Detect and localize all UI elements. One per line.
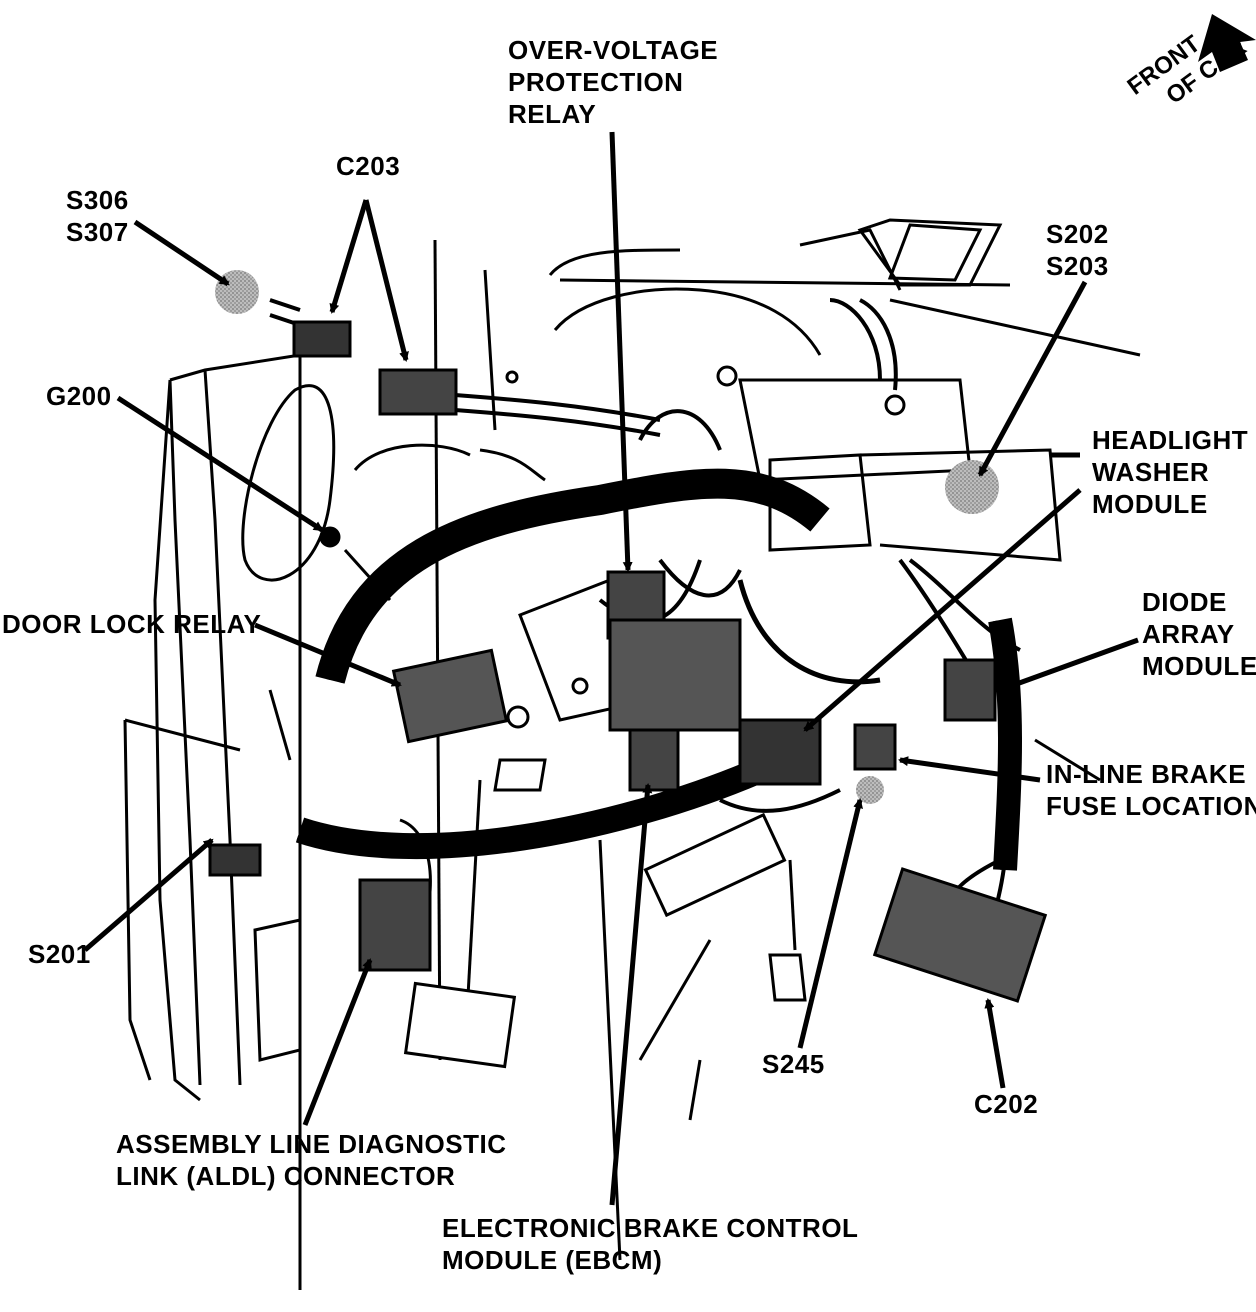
- c202-label-line-1: C202: [974, 1089, 1039, 1119]
- c203-label: C203: [336, 150, 400, 182]
- s245-label-line-1: S245: [762, 1049, 825, 1079]
- aldl-label: ASSEMBLY LINE DIAGNOSTIC LINK (ALDL) CON…: [116, 1128, 507, 1192]
- ebcm-connector: [628, 728, 680, 792]
- s306-s307-label-line-1: S306: [66, 185, 129, 215]
- over-voltage-relay-label-line-2: PROTECTION: [508, 67, 684, 97]
- over-voltage-relay-label-line-1: OVER-VOLTAGE: [508, 35, 719, 65]
- s306-splice: [215, 270, 259, 314]
- diode-array-label-line-3: MODULE: [1142, 651, 1256, 681]
- g200-ground: [319, 526, 341, 548]
- s201-splice: [208, 843, 262, 877]
- over-voltage-relay-label-line-3: RELAY: [508, 99, 597, 129]
- inline-brake-fuse: [853, 723, 897, 771]
- diode-array-connector: [943, 658, 997, 722]
- electronic-module: [643, 812, 787, 918]
- s202-s203-label-line-2: S203: [1046, 251, 1109, 281]
- s306-s307-label: S306 S307: [66, 184, 129, 248]
- door-lock-relay-label-line-1: DOOR LOCK RELAY: [2, 609, 262, 639]
- s306-s307-label-line-2: S307: [66, 217, 129, 247]
- ebcm-label-line-1: ELECTRONIC BRAKE CONTROL: [442, 1213, 859, 1243]
- inline-brake-fuse-label-line-2: FUSE LOCATION: [1046, 791, 1256, 821]
- s202-s203-label: S202 S203: [1046, 218, 1109, 282]
- headlight-washer-label: HEADLIGHT WASHER MODULE: [1092, 424, 1248, 520]
- diode-array-label-line-1: DIODE: [1142, 587, 1227, 617]
- diode-array-label: DIODE ARRAY MODULE: [1142, 586, 1256, 682]
- headlight-washer-label-line-1: HEADLIGHT: [1092, 425, 1249, 455]
- c202-label: C202: [974, 1088, 1038, 1120]
- headlight-washer-label-line-2: WASHER: [1092, 457, 1210, 487]
- diode-array-label-line-2: ARRAY: [1142, 619, 1235, 649]
- over-voltage-relay-label: OVER-VOLTAGE PROTECTION RELAY: [508, 34, 718, 130]
- c202-connector: [872, 867, 1048, 1003]
- wire-harness: [269, 298, 1022, 951]
- s245-splice: [856, 776, 884, 804]
- g200-label-line-1: G200: [46, 381, 112, 411]
- s202-splice: [945, 460, 999, 514]
- ebcm-housing: [608, 618, 742, 732]
- front-of-car-arrow-icon: [1198, 14, 1256, 72]
- brake-pedal: [403, 981, 517, 1069]
- inline-brake-fuse-label-line-1: IN-LINE BRAKE: [1046, 759, 1247, 789]
- door-lock-relay-body: [391, 648, 509, 744]
- aldl-label-line-1: ASSEMBLY LINE DIAGNOSTIC: [116, 1129, 507, 1159]
- s201-label: S201: [28, 938, 91, 970]
- components: [208, 270, 1048, 1069]
- s245-label: S245: [762, 1048, 825, 1080]
- c203-label-line-1: C203: [336, 151, 401, 181]
- ebcm-label-line-2: MODULE (EBCM): [442, 1245, 663, 1275]
- aldl-connector: [358, 878, 432, 972]
- door-lock-relay-label: DOOR LOCK RELAY: [2, 608, 261, 640]
- leader-lines: [83, 131, 1139, 1206]
- aldl-label-line-2: LINK (ALDL) CONNECTOR: [116, 1161, 456, 1191]
- headlight-washer-label-line-3: MODULE: [1092, 489, 1208, 519]
- inline-brake-fuse-label: IN-LINE BRAKE FUSE LOCATION: [1046, 758, 1256, 822]
- s201-label-line-1: S201: [28, 939, 91, 969]
- c203-connector-b: [378, 368, 458, 416]
- c203-connector-a: [292, 320, 352, 358]
- ebcm-label: ELECTRONIC BRAKE CONTROL MODULE (EBCM): [442, 1212, 858, 1276]
- s202-s203-label-line-1: S202: [1046, 219, 1109, 249]
- g200-label: G200: [46, 380, 112, 412]
